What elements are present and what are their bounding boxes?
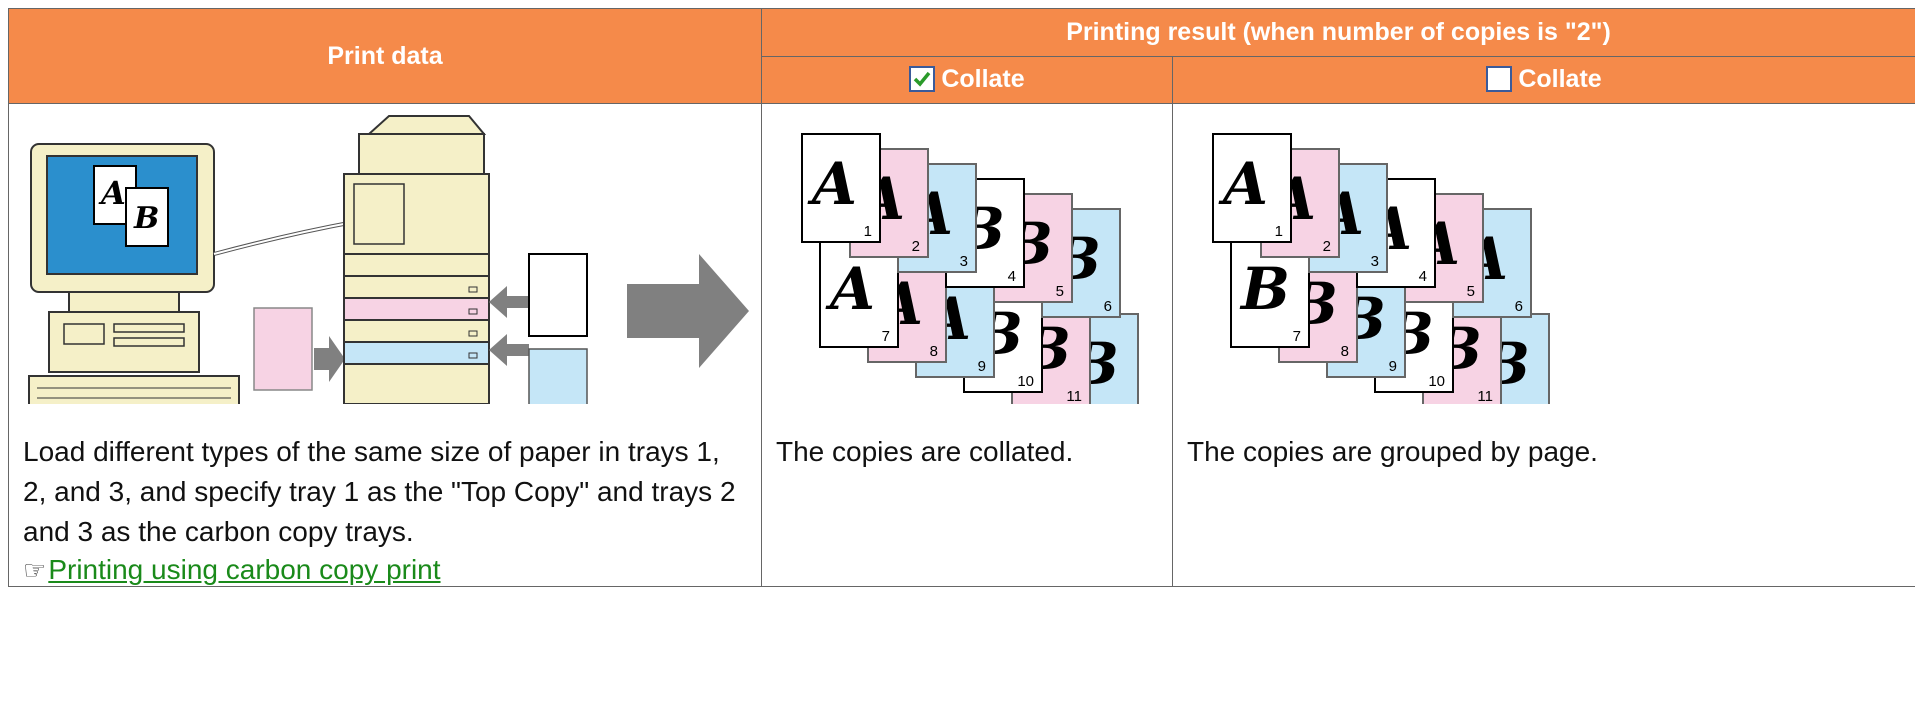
tray-arrow-top-icon	[489, 286, 529, 318]
printing-result-header: Printing result (when number of copies i…	[760, 8, 1915, 57]
collated-page-1: A1	[801, 133, 881, 243]
grouped-page-number: 4	[1419, 268, 1427, 285]
collated-page-number: 9	[978, 358, 986, 375]
grouped-pages-illustration: B12B11B10B9B8B7A6A5A4A3A2A1	[1212, 133, 1550, 404]
grouped-page-number: 2	[1323, 238, 1331, 255]
svg-text:B: B	[133, 201, 159, 236]
collated-page-number: 10	[1017, 373, 1034, 390]
collate-result-cell: B12B11B10A9A8A7B6B5B4A3A2A1 The copies a…	[761, 103, 1173, 587]
carbon-copy-link[interactable]: ☞Printing using carbon copy print	[9, 554, 441, 585]
collated-page-number: 8	[930, 343, 938, 360]
grouped-page-number: 8	[1341, 343, 1349, 360]
result-arrow-icon	[627, 254, 749, 368]
collate-unchecked-label: Collate	[1518, 65, 1602, 94]
blue-paper-icon	[528, 348, 588, 404]
collated-page-number: 7	[882, 328, 890, 345]
collate-checked-header: Collate	[761, 55, 1173, 104]
grouped-page-number: 9	[1389, 358, 1397, 375]
print-data-cell: A B	[8, 103, 762, 587]
collate-comparison-table: Print data Printing result (when number …	[8, 8, 1915, 587]
white-paper-icon	[528, 253, 588, 337]
group-result-cell: B12B11B10B9B8B7A6A5A4A3A2A1 The copies a…	[1171, 103, 1915, 587]
grouped-page-number: 5	[1467, 283, 1475, 300]
collated-page-number: 1	[864, 223, 872, 240]
grouped-page-number: 12	[1524, 403, 1541, 404]
collated-pages-illustration: B12B11B10A9A8A7B6B5B4A3A2A1	[801, 133, 1139, 404]
print-data-header: Print data	[8, 8, 762, 104]
print-setup-illustration: A B	[28, 115, 749, 404]
group-result-description: The copies are grouped by page.	[1187, 436, 1598, 467]
grouped-page-number: 3	[1371, 253, 1379, 270]
grouped-page-1: A1	[1212, 133, 1292, 243]
grouped-page-letter: B	[1239, 255, 1290, 323]
collated-page-number: 12	[1113, 403, 1130, 404]
svg-text:A: A	[98, 174, 126, 212]
collate-unchecked-header: Collate	[1171, 55, 1915, 104]
grouped-page-number: 10	[1428, 373, 1445, 390]
collated-page-number: 4	[1008, 268, 1016, 285]
input-arrow-icon	[314, 336, 345, 382]
collated-page-number: 2	[912, 238, 920, 255]
collated-page-number: 6	[1104, 298, 1112, 315]
pink-paper-icon	[253, 307, 313, 391]
grouped-page-number: 7	[1293, 328, 1301, 345]
collated-page-number: 5	[1056, 283, 1064, 300]
checked-checkbox-icon	[909, 66, 936, 93]
grouped-page-number: 1	[1275, 223, 1283, 240]
grouped-page-letter: A	[1218, 150, 1268, 218]
grouped-page-number: 6	[1515, 298, 1523, 315]
collated-page-number: 3	[960, 253, 968, 270]
computer-icon: A B	[28, 143, 240, 404]
collate-checked-label: Collate	[941, 65, 1025, 94]
grouped-page-number: 11	[1477, 388, 1493, 404]
collated-page-letter: A	[825, 255, 875, 323]
collate-result-description: The copies are collated.	[776, 436, 1074, 467]
unchecked-checkbox-icon	[1486, 66, 1513, 93]
print-data-description: Load different types of the same size of…	[23, 436, 736, 547]
tray-arrow-bottom-icon	[489, 334, 529, 366]
carbon-copy-link-text: Printing using carbon copy print	[48, 554, 441, 585]
pointing-hand-icon: ☞	[23, 555, 47, 585]
collated-page-number: 11	[1066, 388, 1082, 404]
printer-icon	[343, 115, 490, 404]
collated-page-letter: A	[807, 150, 857, 218]
